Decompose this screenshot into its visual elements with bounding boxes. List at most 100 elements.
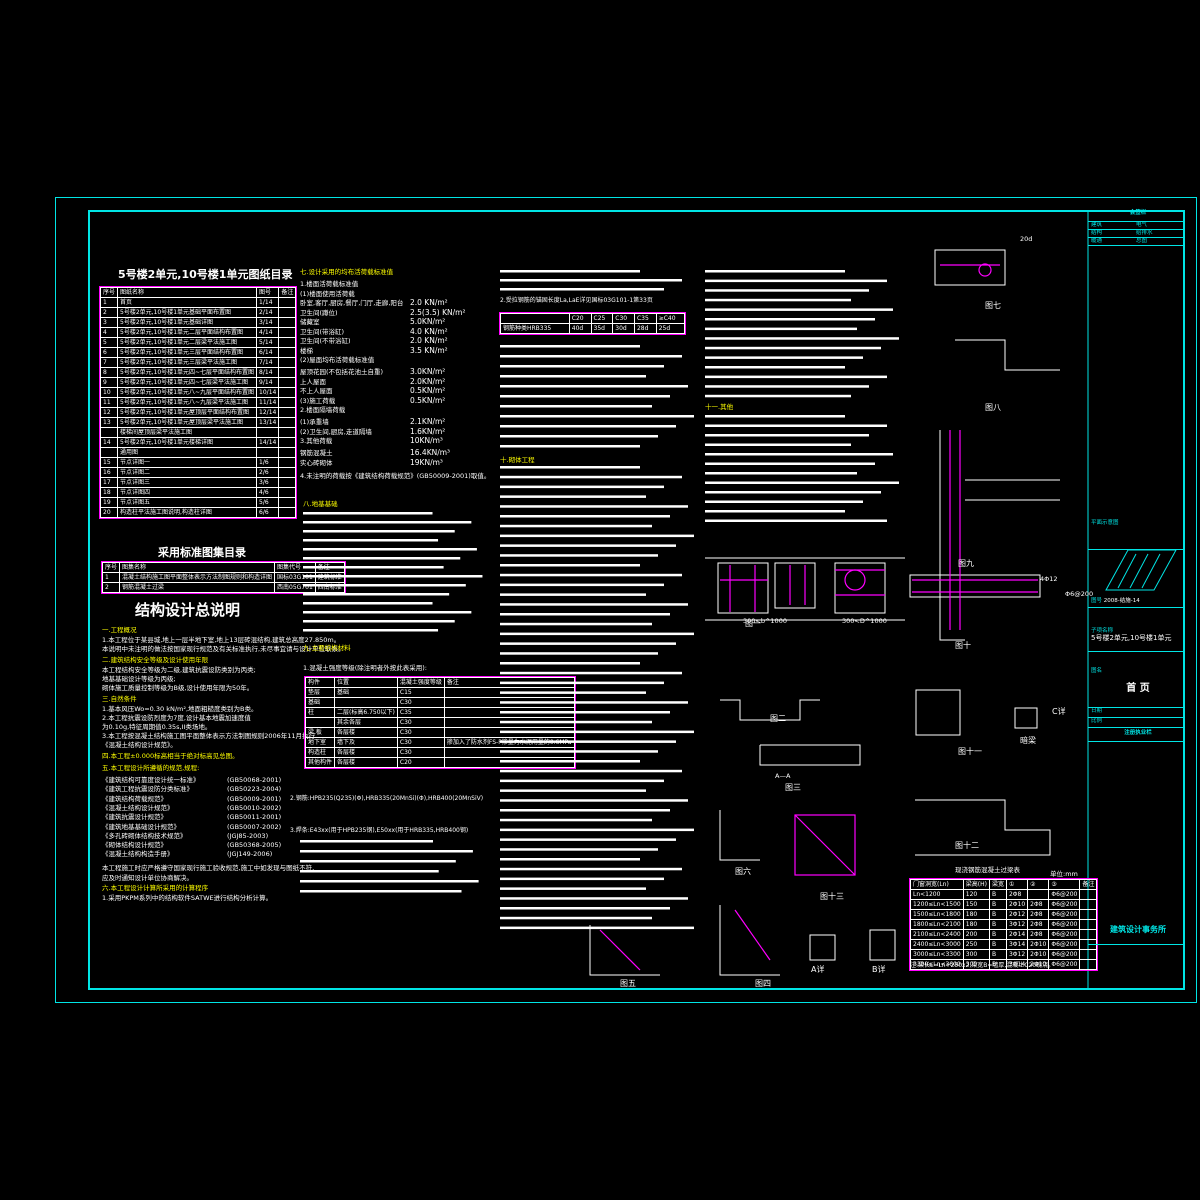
text-line	[500, 838, 676, 841]
load-value: 19KN/m³	[410, 457, 443, 467]
section11-heading: 十一.其他	[705, 403, 734, 411]
table-cell: 250	[962, 939, 990, 950]
table-cell: Φ6@200	[1048, 889, 1081, 900]
code-number: (GB50068-2001)	[227, 776, 282, 784]
detail-label: 图五	[620, 979, 636, 988]
table-cell: 2	[101, 582, 121, 593]
text-line	[705, 270, 845, 273]
table-cell: ①	[1005, 879, 1029, 890]
countersign-discipline: 总图	[1136, 238, 1148, 244]
text-line	[705, 346, 881, 350]
text-line	[500, 652, 658, 655]
note-line: 《混凝土结构设计规范》。	[102, 741, 177, 749]
code-number: (GB50009-2001)	[227, 794, 282, 803]
table-cell: 西南标准	[314, 582, 345, 593]
table-cell: 20	[99, 507, 119, 518]
text-line	[705, 385, 869, 388]
table-cell: 2Φ8	[1027, 929, 1050, 940]
text-line	[500, 495, 646, 498]
note-line: 4.未注明的荷载按《建筑结构荷载规范》(GB50009-2001)取值。	[300, 472, 491, 480]
text-line	[705, 424, 887, 427]
text-line	[303, 539, 439, 542]
load-name: 储藏室	[300, 318, 320, 326]
load-value: 4.0 KN/m²	[410, 326, 448, 336]
load-name: 卫生间(不带浴缸)	[300, 337, 351, 345]
load-value: 2.5(3.5) KN/m²	[410, 307, 466, 317]
detail-label: 图三	[785, 783, 801, 792]
load-name: 卫生间(蹲位)	[300, 308, 338, 317]
load-name: 上人屋面	[300, 377, 326, 386]
lintel-unit: 单位:mm	[1050, 870, 1078, 878]
text-line	[300, 850, 473, 853]
table-cell: 其他构件	[304, 757, 336, 768]
code-number: (GB50007-2002)	[227, 822, 282, 831]
drawing-index-title: 5号楼2单元,10号楼1单元图纸目录	[118, 268, 293, 281]
text-line	[500, 524, 652, 528]
load-name: (3)施工荷载	[300, 396, 336, 405]
text-line	[500, 505, 688, 508]
text-line	[500, 603, 688, 606]
text-line	[500, 828, 694, 832]
table-cell: Φ6@200	[1048, 929, 1081, 940]
text-line	[705, 472, 857, 475]
table-cell: 150	[962, 899, 990, 910]
code-name: 《混凝土结构构造手册》	[102, 850, 174, 859]
section9-heading: 九.主要结构材料	[303, 644, 351, 652]
section10-heading: 十.砌体工程	[500, 456, 535, 464]
text-line	[500, 642, 676, 645]
detail-label: 图一	[745, 619, 761, 628]
table-cell: 2Φ8	[1027, 899, 1050, 910]
table-cell: C20	[396, 757, 445, 768]
countersign-row: 结构给排水	[1088, 230, 1185, 238]
code-name: 《混凝土结构设计规范》	[102, 803, 174, 812]
note-line: 应及时通知设计单位协商解决。	[102, 873, 193, 882]
text-line	[303, 620, 455, 623]
section8-heading: 八.地基基础	[303, 500, 338, 508]
drawing-number-row: 图号 2008-结施-14	[1088, 598, 1185, 608]
code-number: (JGJ149-2006)	[227, 850, 273, 859]
text-line	[500, 867, 682, 871]
weld-note: 3.焊条:E43xx(用于HPB235钢),E50xx(用于HRB335,HRB…	[290, 827, 469, 834]
scale-row: 比例	[1088, 718, 1185, 728]
text-line	[500, 730, 694, 734]
text-line	[705, 337, 899, 340]
code-name: 《建筑抗震设计规范》	[102, 813, 167, 822]
text-line	[705, 491, 881, 494]
code-number: (GB50368-2005)	[227, 841, 282, 850]
text-line	[500, 907, 670, 910]
load-value: 3.5 KN/m²	[410, 345, 448, 355]
table-cell	[1027, 889, 1050, 900]
load-value: 2.0 KN/m²	[410, 298, 448, 307]
text-line	[303, 512, 433, 515]
code-name: 《建筑工程抗震设防分类标准》	[102, 785, 193, 794]
text-line	[705, 443, 851, 446]
text-line	[500, 789, 646, 792]
detail-label: A详	[811, 965, 825, 974]
table-cell: 180	[962, 909, 990, 920]
load-name: (2)屋面均布活荷载标准值	[300, 356, 375, 364]
text-line	[303, 584, 466, 587]
text-line	[500, 573, 682, 577]
detail-label: C详	[1052, 707, 1066, 716]
table-cell: 3Φ14	[1005, 939, 1029, 950]
countersign-discipline: 建筑	[1091, 222, 1103, 228]
detail-label: 图十一	[958, 747, 982, 756]
note-line: 3.本工程按混凝土结构施工图平面整体表示方法制图规则2006年11月执行	[102, 732, 316, 740]
load-value: 0.5KN/m²	[410, 395, 446, 405]
table-cell: 3Φ12	[1005, 949, 1029, 960]
note-line: 本说明中未注明的做法按国家现行规范及有关标准执行,未尽事宜请与设计单位联系。	[102, 645, 345, 653]
text-line	[303, 575, 483, 578]
text-line	[500, 740, 676, 743]
countersign-discipline: 结构	[1091, 230, 1103, 236]
text-line	[300, 870, 439, 873]
text-line	[500, 365, 664, 368]
text-line	[500, 622, 652, 626]
table-cell: B	[988, 899, 1007, 910]
text-line	[705, 327, 857, 331]
text-line	[500, 593, 646, 596]
table-cell: Φ6@200	[1048, 939, 1081, 950]
text-line	[500, 701, 688, 704]
